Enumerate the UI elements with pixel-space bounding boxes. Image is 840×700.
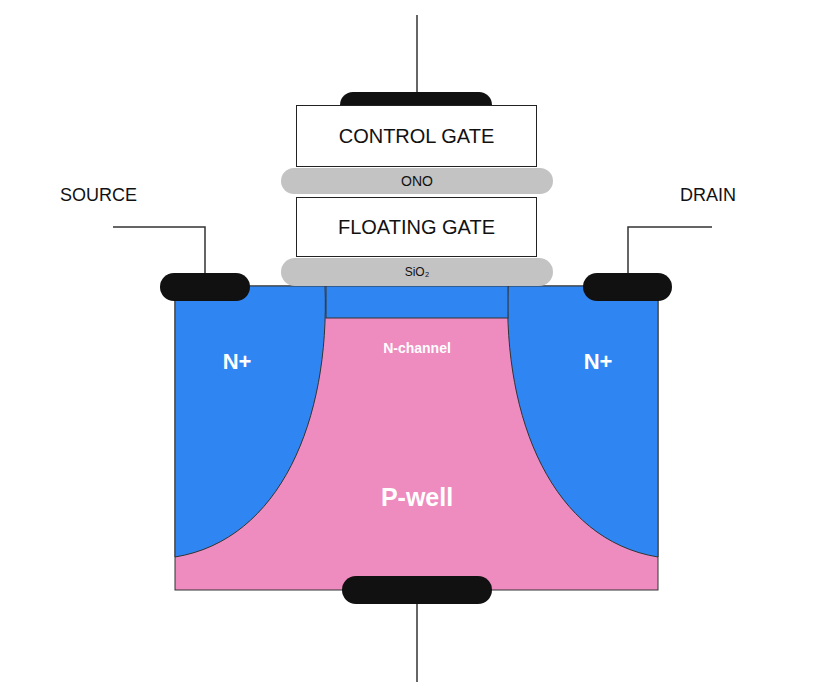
node-text: N+ — [584, 349, 613, 375]
region-label: N+ — [202, 344, 272, 380]
bulk-wire — [416, 600, 418, 682]
drain-contact — [583, 273, 672, 301]
drain-wire — [628, 227, 712, 276]
gate-wire — [416, 15, 418, 96]
oxide-band: SiO₂ — [281, 258, 553, 286]
source-wire — [113, 227, 205, 276]
terminal-label: SOURCE — [60, 185, 137, 206]
gate-box: FLOATING GATE — [296, 197, 537, 257]
node-text: P-well — [381, 483, 453, 512]
gate-box: CONTROL GATE — [296, 105, 537, 167]
node-text: N+ — [223, 349, 252, 375]
node-text: FLOATING GATE — [338, 216, 495, 239]
channel-region — [326, 286, 508, 318]
node-text: ONO — [401, 173, 433, 189]
bulk-contact — [342, 576, 492, 604]
p-well-body — [175, 286, 658, 590]
node-text: N-channel — [383, 340, 451, 356]
oxide-band: ONO — [281, 168, 553, 194]
node-text: CONTROL GATE — [339, 125, 495, 148]
source-contact — [160, 273, 250, 301]
region-label: P-well — [337, 477, 497, 517]
source-region — [175, 286, 325, 557]
region-label: N-channel — [347, 336, 487, 360]
terminal-label: DRAIN — [680, 185, 736, 206]
region-label: N+ — [563, 344, 633, 380]
node-text: SiO₂ — [405, 265, 430, 279]
drain-region — [508, 286, 658, 557]
